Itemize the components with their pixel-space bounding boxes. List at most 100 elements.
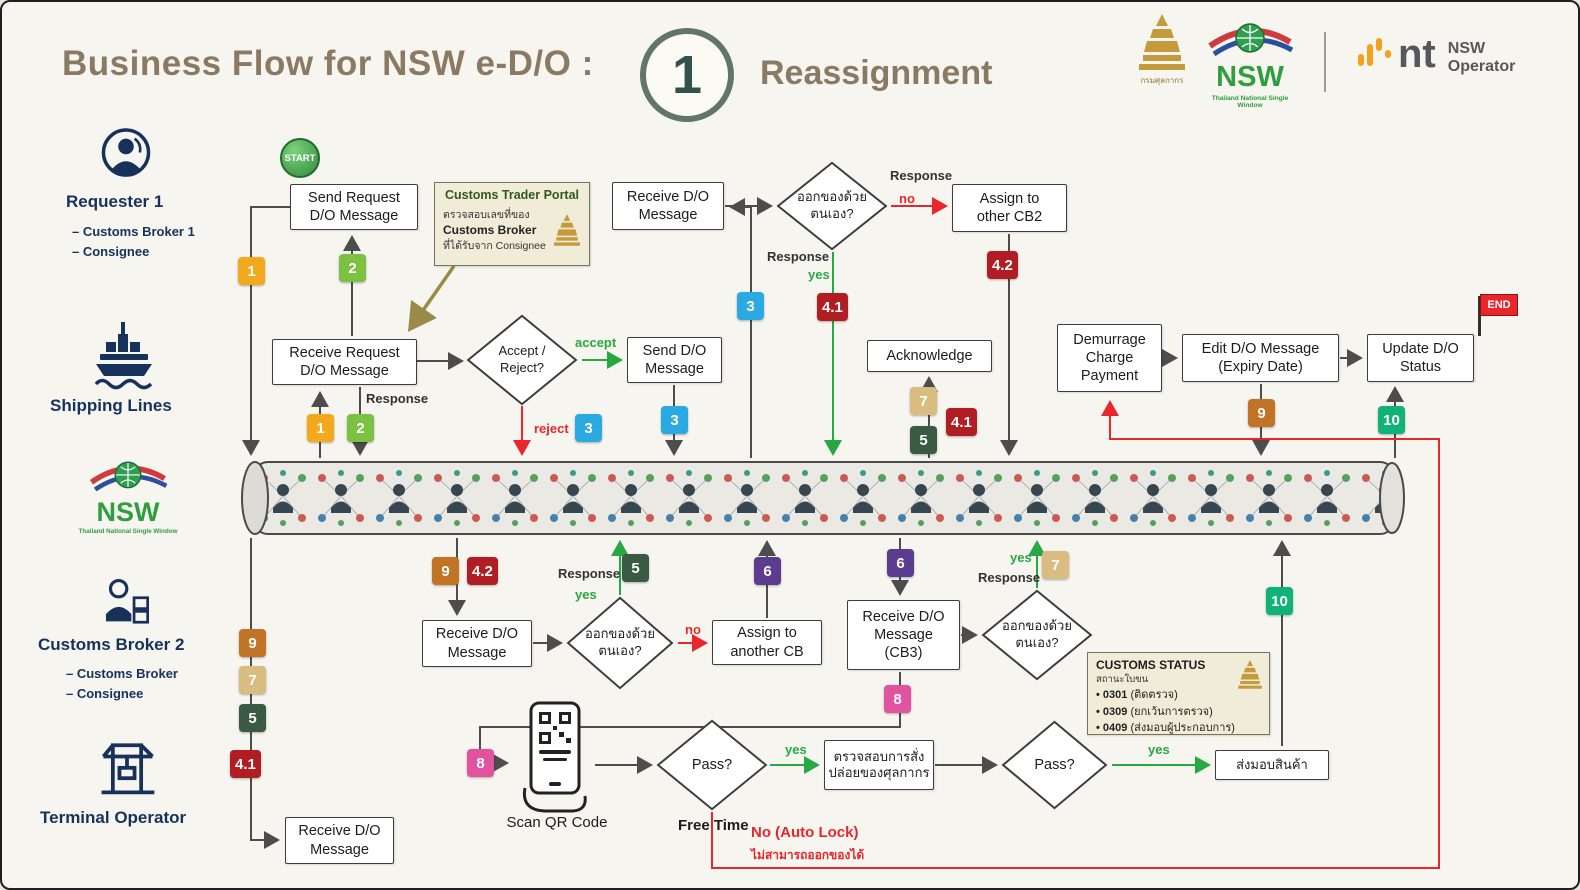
label-yes: yes xyxy=(808,267,830,282)
label-response: Response xyxy=(978,570,1041,585)
decision-self-clearance-3-label: ออกของด้วย ตนเอง? xyxy=(1002,618,1072,650)
customs-status-desc: (ติดตรวจ) xyxy=(1130,689,1178,701)
badge-10: 10 xyxy=(1378,406,1405,434)
label-response: Response xyxy=(366,391,429,406)
decision-self-clearance-2: ออกของด้วย ตนเอง? xyxy=(567,597,673,689)
label-response: Response xyxy=(558,566,621,581)
node-assign-another-cb: Assign to another CB xyxy=(712,620,822,665)
badge-4-2: 4.2 xyxy=(467,557,498,585)
node-send-request: Send Request D/O Message xyxy=(290,184,418,230)
badge-8: 8 xyxy=(884,685,911,713)
customs-status-code: 0309 xyxy=(1102,705,1128,718)
node-receive-request: Receive Request D/O Message xyxy=(272,339,417,385)
nsw-logo: NSW Thailand National Single Window xyxy=(1200,16,1300,109)
badge-4-1: 4.1 xyxy=(817,293,848,321)
badge-2: 2 xyxy=(339,254,366,282)
lane-broker2-title: Customs Broker 2 xyxy=(38,635,185,654)
node-assign-other-cb2: Assign to other CB2 xyxy=(952,184,1067,232)
node-send-do: Send D/O Message xyxy=(627,337,722,383)
node-edit-do: Edit D/O Message (Expiry Date) xyxy=(1182,334,1339,382)
requester-person-icon xyxy=(101,128,151,177)
node-receive-do-terminal: Receive D/O Message xyxy=(285,817,394,864)
step-number: 1 xyxy=(671,45,703,105)
end-flag: END xyxy=(1464,292,1520,338)
trader-portal-line2: Customs Broker xyxy=(443,223,537,237)
badge-5: 5 xyxy=(910,426,937,454)
ship-icon xyxy=(94,322,153,390)
lane-nsw-logo: NSW Thailand National Single Window xyxy=(78,454,178,535)
label-yes: yes xyxy=(785,742,807,757)
scan-qr-phone-icon xyxy=(522,701,587,813)
trader-portal-line3: ที่ได้รับจาก Consignee xyxy=(443,240,546,252)
nt-operator-line2: Operator xyxy=(1447,58,1516,76)
nsw-logo-text: NSW xyxy=(1216,61,1284,93)
lane-broker2-item: Consignee xyxy=(66,684,178,704)
badge-4-1: 4.1 xyxy=(230,750,261,778)
label-no: no xyxy=(899,191,915,206)
badge-6: 6 xyxy=(887,549,914,577)
lane-requester-title: Requester 1 xyxy=(66,192,164,211)
nt-operator-logo: nt NSW Operator xyxy=(1354,34,1516,80)
decision-pass-1: Pass? xyxy=(657,720,767,810)
label-accept: accept xyxy=(575,335,617,350)
end-flag-label: END xyxy=(1480,294,1518,316)
badge-5: 5 xyxy=(622,554,649,582)
nt-logo-icon xyxy=(1358,38,1391,66)
badge-2: 2 xyxy=(347,414,374,442)
trader-portal-title: Customs Trader Portal xyxy=(444,188,580,202)
customs-status-emblem-icon xyxy=(1238,660,1262,689)
customs-department-caption: กรมศุลกากร xyxy=(1140,76,1184,85)
customs-status-desc: (ส่งมอบผู้ประกอบการ) xyxy=(1130,722,1235,734)
note-customs-status: CUSTOMS STATUS สถานะใบขน 0301 (ติดตรวจ) … xyxy=(1087,652,1270,735)
decision-self-clearance-1-label: ออกของด้วย ตนเอง? xyxy=(797,189,867,221)
badge-7: 7 xyxy=(910,387,937,415)
nsw-logo-caption: Thailand National Single Window xyxy=(1211,95,1289,109)
lane-nsw-text: NSW xyxy=(96,497,160,527)
node-update-status: Update D/O Status xyxy=(1367,334,1474,382)
lane-broker2-items: Customs Broker Consignee xyxy=(66,664,178,704)
start-node: START xyxy=(280,138,320,178)
edge-portal-note xyxy=(407,264,456,332)
badge-5: 5 xyxy=(239,704,266,732)
lane-requester-item: Consignee xyxy=(72,242,195,262)
label-response: Response xyxy=(890,168,953,183)
lane-broker2-item: Customs Broker xyxy=(66,664,178,684)
label-yes: yes xyxy=(575,587,597,602)
end-flag-pole xyxy=(1478,296,1481,336)
decision-pass-1-label: Pass? xyxy=(691,756,733,773)
nsw-lane-globe-icon xyxy=(89,461,168,492)
badge-1: 1 xyxy=(238,257,265,285)
decision-pass-2: Pass? xyxy=(1002,721,1107,809)
label-free-time: Free Time xyxy=(678,817,749,834)
customs-status-desc: (ยกเว้นการตรวจ) xyxy=(1130,705,1213,718)
node-receive-do-requester: Receive D/O Message xyxy=(612,182,724,230)
customs-status-code: 0301 xyxy=(1102,689,1128,701)
node-demurrage: Demurrage Charge Payment xyxy=(1057,324,1162,392)
customs-broker-icon xyxy=(105,578,150,624)
page-subtitle: Reassignment xyxy=(760,54,993,92)
badge-9: 9 xyxy=(239,629,266,657)
label-response: Response xyxy=(767,249,830,264)
decision-self-clearance-1: ออกของด้วย ตนเอง? xyxy=(777,162,887,250)
node-receive-do-cb2: Receive D/O Message xyxy=(422,620,532,667)
badge-4-2: 4.2 xyxy=(987,251,1018,279)
badge-3: 3 xyxy=(575,414,602,442)
page-title: Business Flow for NSW e-D/O : xyxy=(62,44,594,83)
lane-requester-items: Customs Broker 1 Consignee xyxy=(72,222,195,262)
nsw-globe-icon xyxy=(1208,23,1294,57)
logo-divider xyxy=(1324,32,1326,92)
badge-7: 7 xyxy=(239,666,266,694)
decision-accept-reject: Accept / Reject? xyxy=(467,315,577,405)
node-deliver-goods: ส่งมอบสินค้า xyxy=(1215,750,1329,780)
scan-qr-label: Scan QR Code xyxy=(506,814,608,831)
label-no: no xyxy=(685,622,701,637)
label-cannot-release: ไม่สามารถออกของได้ xyxy=(751,848,865,862)
decision-self-clearance-3: ออกของด้วย ตนเอง? xyxy=(982,590,1092,680)
node-acknowledge: Acknowledge xyxy=(867,340,992,372)
badge-4-1: 4.1 xyxy=(946,408,977,436)
node-check-release: ตรวจสอบการสั่ง ปล่อยของศุลกากร xyxy=(824,740,934,790)
badge-3: 3 xyxy=(661,406,688,434)
label-yes: yes xyxy=(1010,550,1032,565)
lane-shipping-title: Shipping Lines xyxy=(50,396,172,415)
